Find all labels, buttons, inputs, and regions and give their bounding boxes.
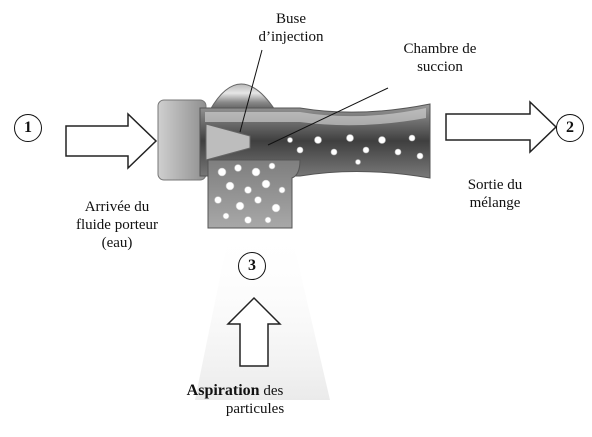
inlet-flange xyxy=(158,100,206,180)
inlet-arrow xyxy=(66,114,156,168)
label-inlet: Arrivée du fluide porteur (eau) xyxy=(52,198,182,252)
label-nozzle-2: d’injection xyxy=(246,28,336,46)
marker-3: 3 xyxy=(238,252,266,280)
label-inlet-2: fluide porteur xyxy=(52,216,182,234)
label-nozzle: Buse d’injection xyxy=(246,10,336,46)
outlet-arrow xyxy=(446,102,556,152)
marker-2: 2 xyxy=(556,114,584,142)
label-inlet-1: Arrivée du xyxy=(52,198,182,216)
label-outlet: Sortie du mélange xyxy=(440,176,550,212)
label-aspiration-bold: Aspiration xyxy=(187,382,260,399)
label-chamber: Chambre de succion xyxy=(380,40,500,76)
label-chamber-1: Chambre de xyxy=(380,40,500,58)
label-aspiration-rest: des xyxy=(263,383,283,399)
label-aspiration: Aspiration des particules xyxy=(150,382,320,418)
label-aspiration-2: particules xyxy=(150,400,320,418)
label-outlet-1: Sortie du xyxy=(440,176,550,194)
label-chamber-2: succion xyxy=(380,58,500,76)
label-aspiration-1: Aspiration des xyxy=(150,382,320,400)
label-outlet-2: mélange xyxy=(440,194,550,212)
label-nozzle-1: Buse xyxy=(246,10,336,28)
label-inlet-3: (eau) xyxy=(52,234,182,252)
nozzle-dome xyxy=(210,84,275,110)
marker-1: 1 xyxy=(14,114,42,142)
